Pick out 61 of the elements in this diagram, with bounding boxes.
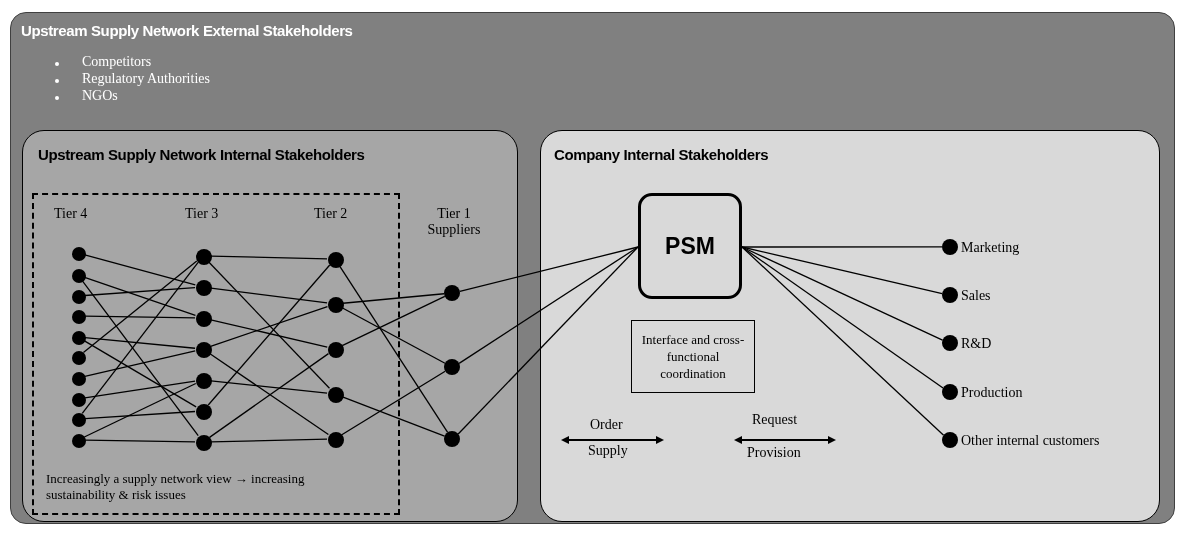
list-item: NGOs: [82, 88, 118, 104]
connector-line: [83, 276, 197, 317]
connector-line: [458, 246, 639, 364]
connector-line: [341, 396, 446, 437]
connector-line: [338, 265, 449, 433]
connector-line: [81, 261, 199, 415]
connector-line: [741, 246, 943, 295]
stakeholder-panel: [540, 130, 1160, 522]
node-caption: Sales: [961, 287, 991, 305]
annotation-label: Tier 1 Suppliers: [426, 206, 482, 238]
connector-line: [341, 370, 446, 436]
connector-line: [84, 439, 196, 443]
connector-line: [84, 337, 196, 349]
stakeholder-panel: [10, 12, 1175, 524]
connector-line: [84, 410, 196, 420]
connector-line: [83, 382, 197, 438]
connector-line: [84, 286, 196, 297]
connector-line: [209, 305, 329, 348]
stakeholder-panel: [22, 130, 518, 522]
rounded-box: [638, 193, 742, 299]
box-label: PSM: [665, 231, 715, 261]
annotation-label: Provision: [747, 445, 801, 461]
node-caption: R&D: [961, 335, 992, 353]
connector-line: [741, 246, 944, 389]
panel-heading: Company Internal Stakeholders: [554, 145, 769, 165]
annotation-label: Supply: [588, 443, 628, 459]
panel-heading: Upstream Supply Network Internal Stakeholders: [38, 145, 365, 165]
connector-line: [84, 380, 196, 399]
connector-line: [81, 279, 199, 437]
connector-line: [210, 438, 328, 443]
connector-line: [84, 350, 196, 378]
connector-line: [341, 295, 446, 347]
dashed-region: [32, 193, 400, 515]
annotation-label: Request: [752, 412, 798, 428]
annotation-label: Tier 3: [185, 206, 219, 222]
annotation-label: Tier 4: [54, 206, 88, 222]
text-box: [631, 320, 755, 393]
node-caption: Marketing: [961, 239, 1020, 257]
connector-line: [210, 287, 328, 304]
connector-line: [341, 307, 446, 364]
box-label: Interface and cross-functional coordination: [640, 331, 746, 382]
connector-line: [84, 254, 196, 286]
connector-line: [741, 246, 943, 248]
connector-line: [210, 255, 328, 260]
panel-heading: Upstream Supply Network External Stakeholders: [21, 21, 353, 41]
list-item: Competitors: [82, 54, 152, 70]
connector-line: [82, 260, 198, 354]
annotation-label: Order: [590, 417, 623, 433]
node-caption: Other internal customers: [961, 432, 1100, 450]
connector-line: [459, 246, 639, 293]
connector-line: [342, 293, 445, 304]
connector-line: [741, 246, 945, 436]
connector-line: [83, 339, 197, 408]
connector-line: [84, 315, 196, 319]
node-caption: Production: [961, 384, 1023, 402]
note-text: Increasingly a supply network view → increasing sustainability & risk issues: [46, 471, 306, 503]
connector-line: [210, 380, 328, 394]
list-item: Regulatory Authorities: [82, 71, 210, 87]
connector-line: [210, 319, 328, 348]
annotation-label: Tier 2: [314, 206, 348, 222]
connector-line: [457, 246, 639, 435]
